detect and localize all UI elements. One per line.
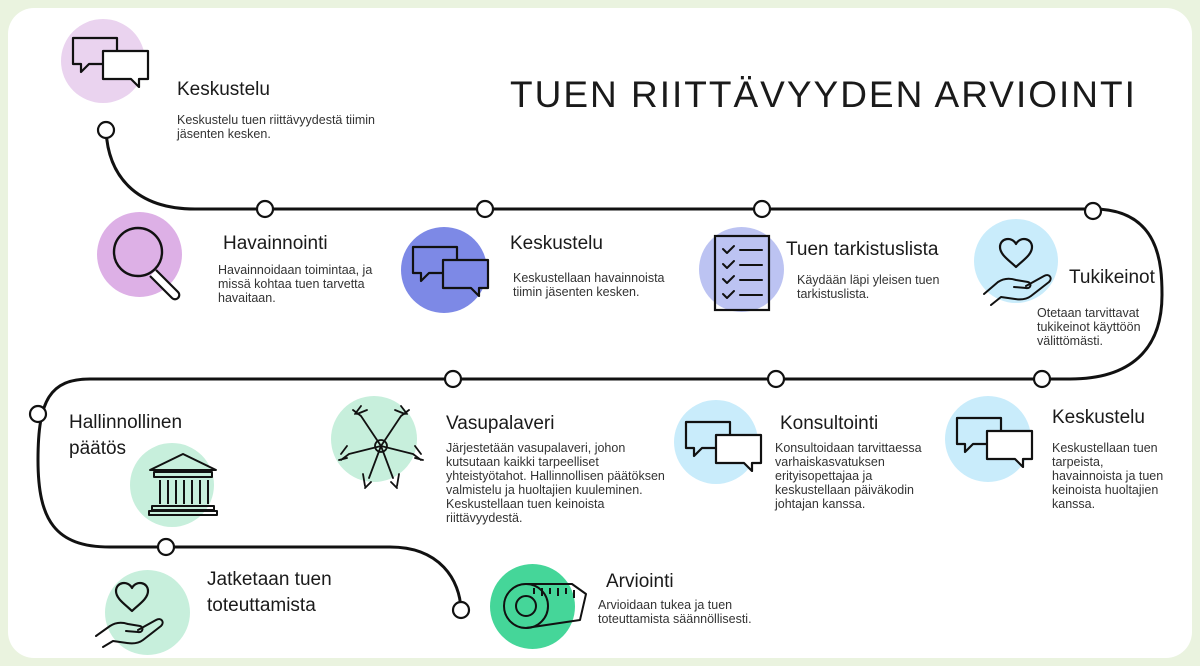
chat-bubbles-icon (411, 245, 490, 297)
institution-building-icon (148, 453, 218, 516)
step-description: Järjestetään vasupalaveri, johon kutsuta… (446, 441, 665, 525)
step-title: Tukikeinot (1069, 267, 1155, 288)
step-title: Vasupalaveri (446, 413, 555, 434)
chat-bubbles-icon (71, 36, 150, 88)
step-description: Keskustellaan tuen tarpeista, havainnois… (1052, 441, 1164, 511)
hands-together-icon (338, 405, 424, 489)
step-title: Arviointi (606, 571, 674, 592)
step-description: Keskustellaan havainnoista tiimin jäsent… (513, 271, 665, 299)
page-title: TUEN RIITTÄVYYDEN ARVIOINTI (510, 74, 1137, 115)
checklist-icon (713, 234, 771, 312)
step-title: Keskustelu (1052, 407, 1145, 428)
heart-hand-icon (983, 237, 1052, 306)
step-title: Hallinnollinen päätös (69, 412, 183, 459)
step-description: Konsultoidaan tarvittaessa varhaiskasvat… (775, 441, 922, 511)
step-description: Otetaan tarvittavat tukikeinot käyttöön … (1037, 306, 1141, 348)
step-circle (974, 219, 1058, 303)
step-title: Havainnointi (223, 233, 328, 254)
step-title: Keskustelu (510, 233, 603, 254)
heart-hand-icon (95, 581, 164, 648)
step-description: Käydään läpi yleisen tuen tarkistuslista… (797, 273, 940, 301)
step-description: Keskustelu tuen riittävyydestä tiimin jä… (177, 113, 376, 141)
measuring-tape-icon (503, 583, 587, 629)
step-title: Tuen tarkistuslista (786, 239, 939, 260)
magnifier-icon (112, 226, 181, 301)
step-title: Konsultointi (780, 413, 879, 434)
chat-bubbles-icon (955, 416, 1034, 468)
step-title: Jatketaan tuen toteuttamista (207, 569, 332, 616)
step-circle (331, 396, 417, 482)
step-description: Arvioidaan tukea ja tuen toteuttamista s… (598, 598, 752, 626)
chat-bubbles-icon (684, 420, 763, 472)
step-description: Havainnoidaan toimintaa, ja missä kohtaa… (218, 263, 373, 305)
step-title: Keskustelu (177, 79, 270, 100)
